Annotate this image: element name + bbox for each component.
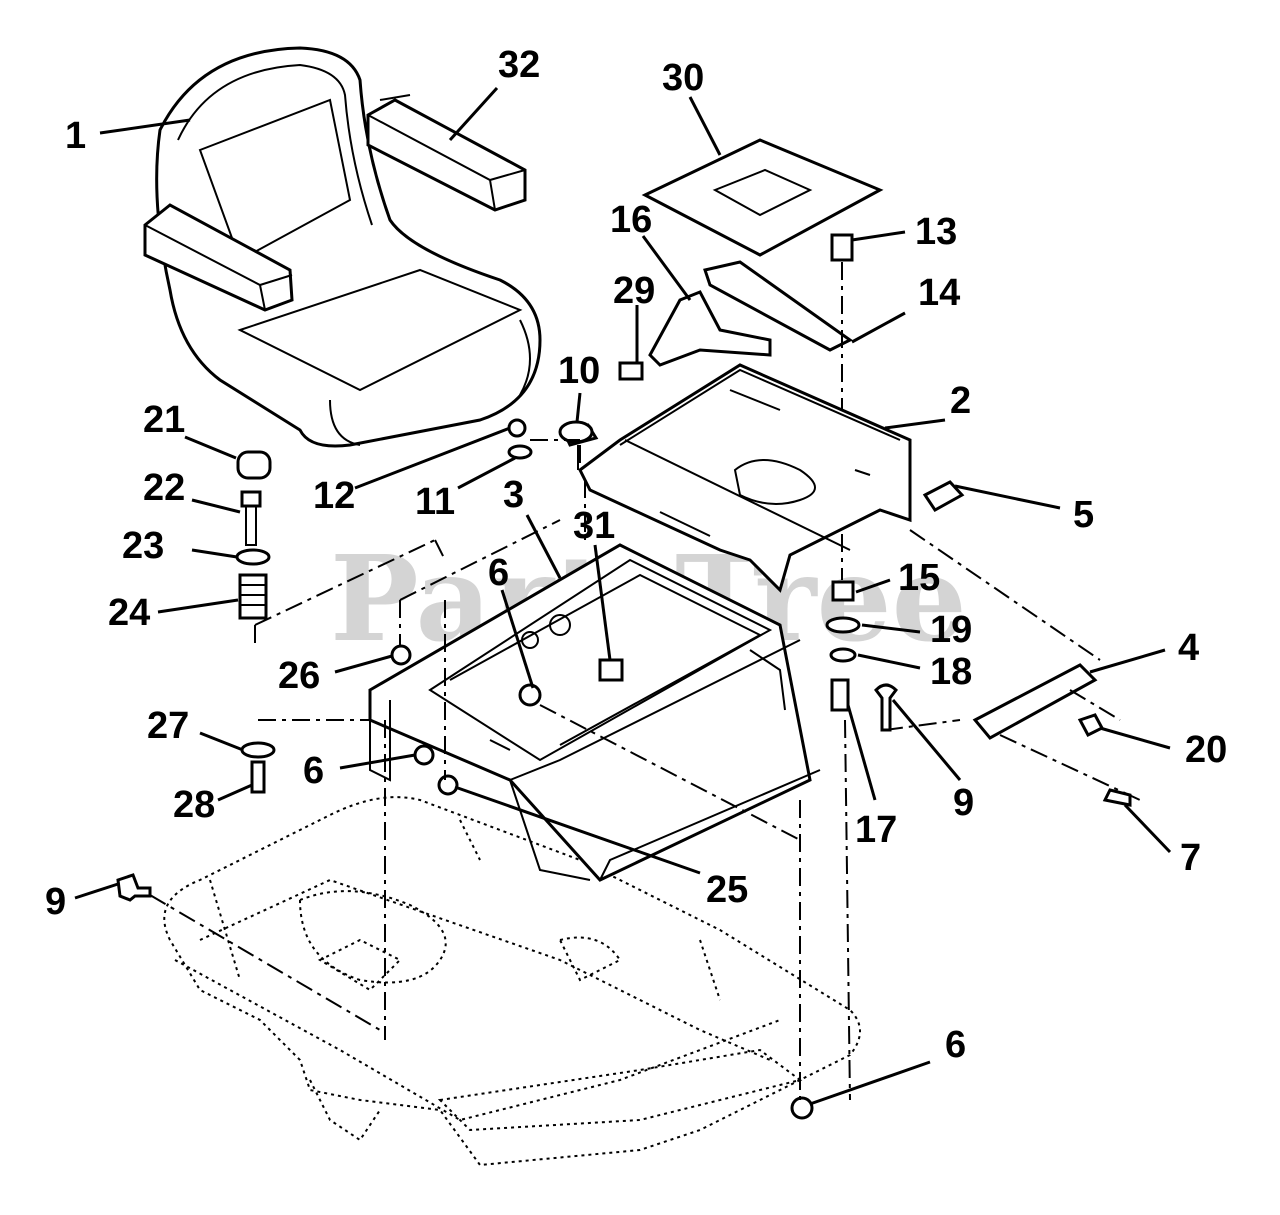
mower-frame [163,796,861,1167]
callout-32: 32 [498,44,540,86]
callout-4: 4 [1178,627,1199,669]
plate-30 [641,138,884,257]
callout-13: 13 [915,211,957,253]
bolt-13 [830,233,854,262]
callout-6a: 6 [488,552,509,594]
callout-25: 25 [706,869,748,911]
callout-2: 2 [950,380,971,422]
callout-14: 14 [918,272,960,314]
callout-17: 17 [855,809,897,851]
bracket-14 [703,260,853,352]
callout-23: 23 [122,525,164,567]
callout-6c: 6 [945,1024,966,1066]
seat-plate-2 [578,363,912,593]
callout-18: 18 [930,651,972,693]
callout-31: 31 [573,505,615,547]
callout-24: 24 [108,592,150,634]
callout-28: 28 [173,784,215,826]
callout-20: 20 [1185,729,1227,771]
callout-15: 15 [898,557,940,599]
callout-9b: 9 [45,881,66,923]
callout-1: 1 [65,115,86,157]
callouts: 1 32 30 16 13 29 14 10 2 21 12 11 3 31 5… [45,44,1227,1066]
callout-9a: 9 [953,782,974,824]
callout-22: 22 [143,467,185,509]
callout-5: 5 [1073,494,1094,536]
seat [143,46,542,448]
callout-29: 29 [613,270,655,312]
switch-16 [648,290,772,367]
callout-6b: 6 [303,750,324,792]
callout-11: 11 [415,481,455,523]
callout-12: 12 [313,475,355,517]
callout-27: 27 [147,705,189,747]
rail-4 [972,663,1098,740]
callout-21: 21 [143,399,185,441]
alignment-lines [149,439,1141,1101]
seat-support-3 [368,543,821,882]
callout-16: 16 [610,199,652,241]
callout-10: 10 [558,350,600,392]
part-29 [618,361,644,381]
callout-3: 3 [503,474,524,516]
callout-26: 26 [278,655,320,697]
callout-7: 7 [1180,837,1201,879]
callout-30: 30 [662,57,704,99]
leader-lines [74,86,1172,1106]
callout-19: 19 [930,609,972,651]
